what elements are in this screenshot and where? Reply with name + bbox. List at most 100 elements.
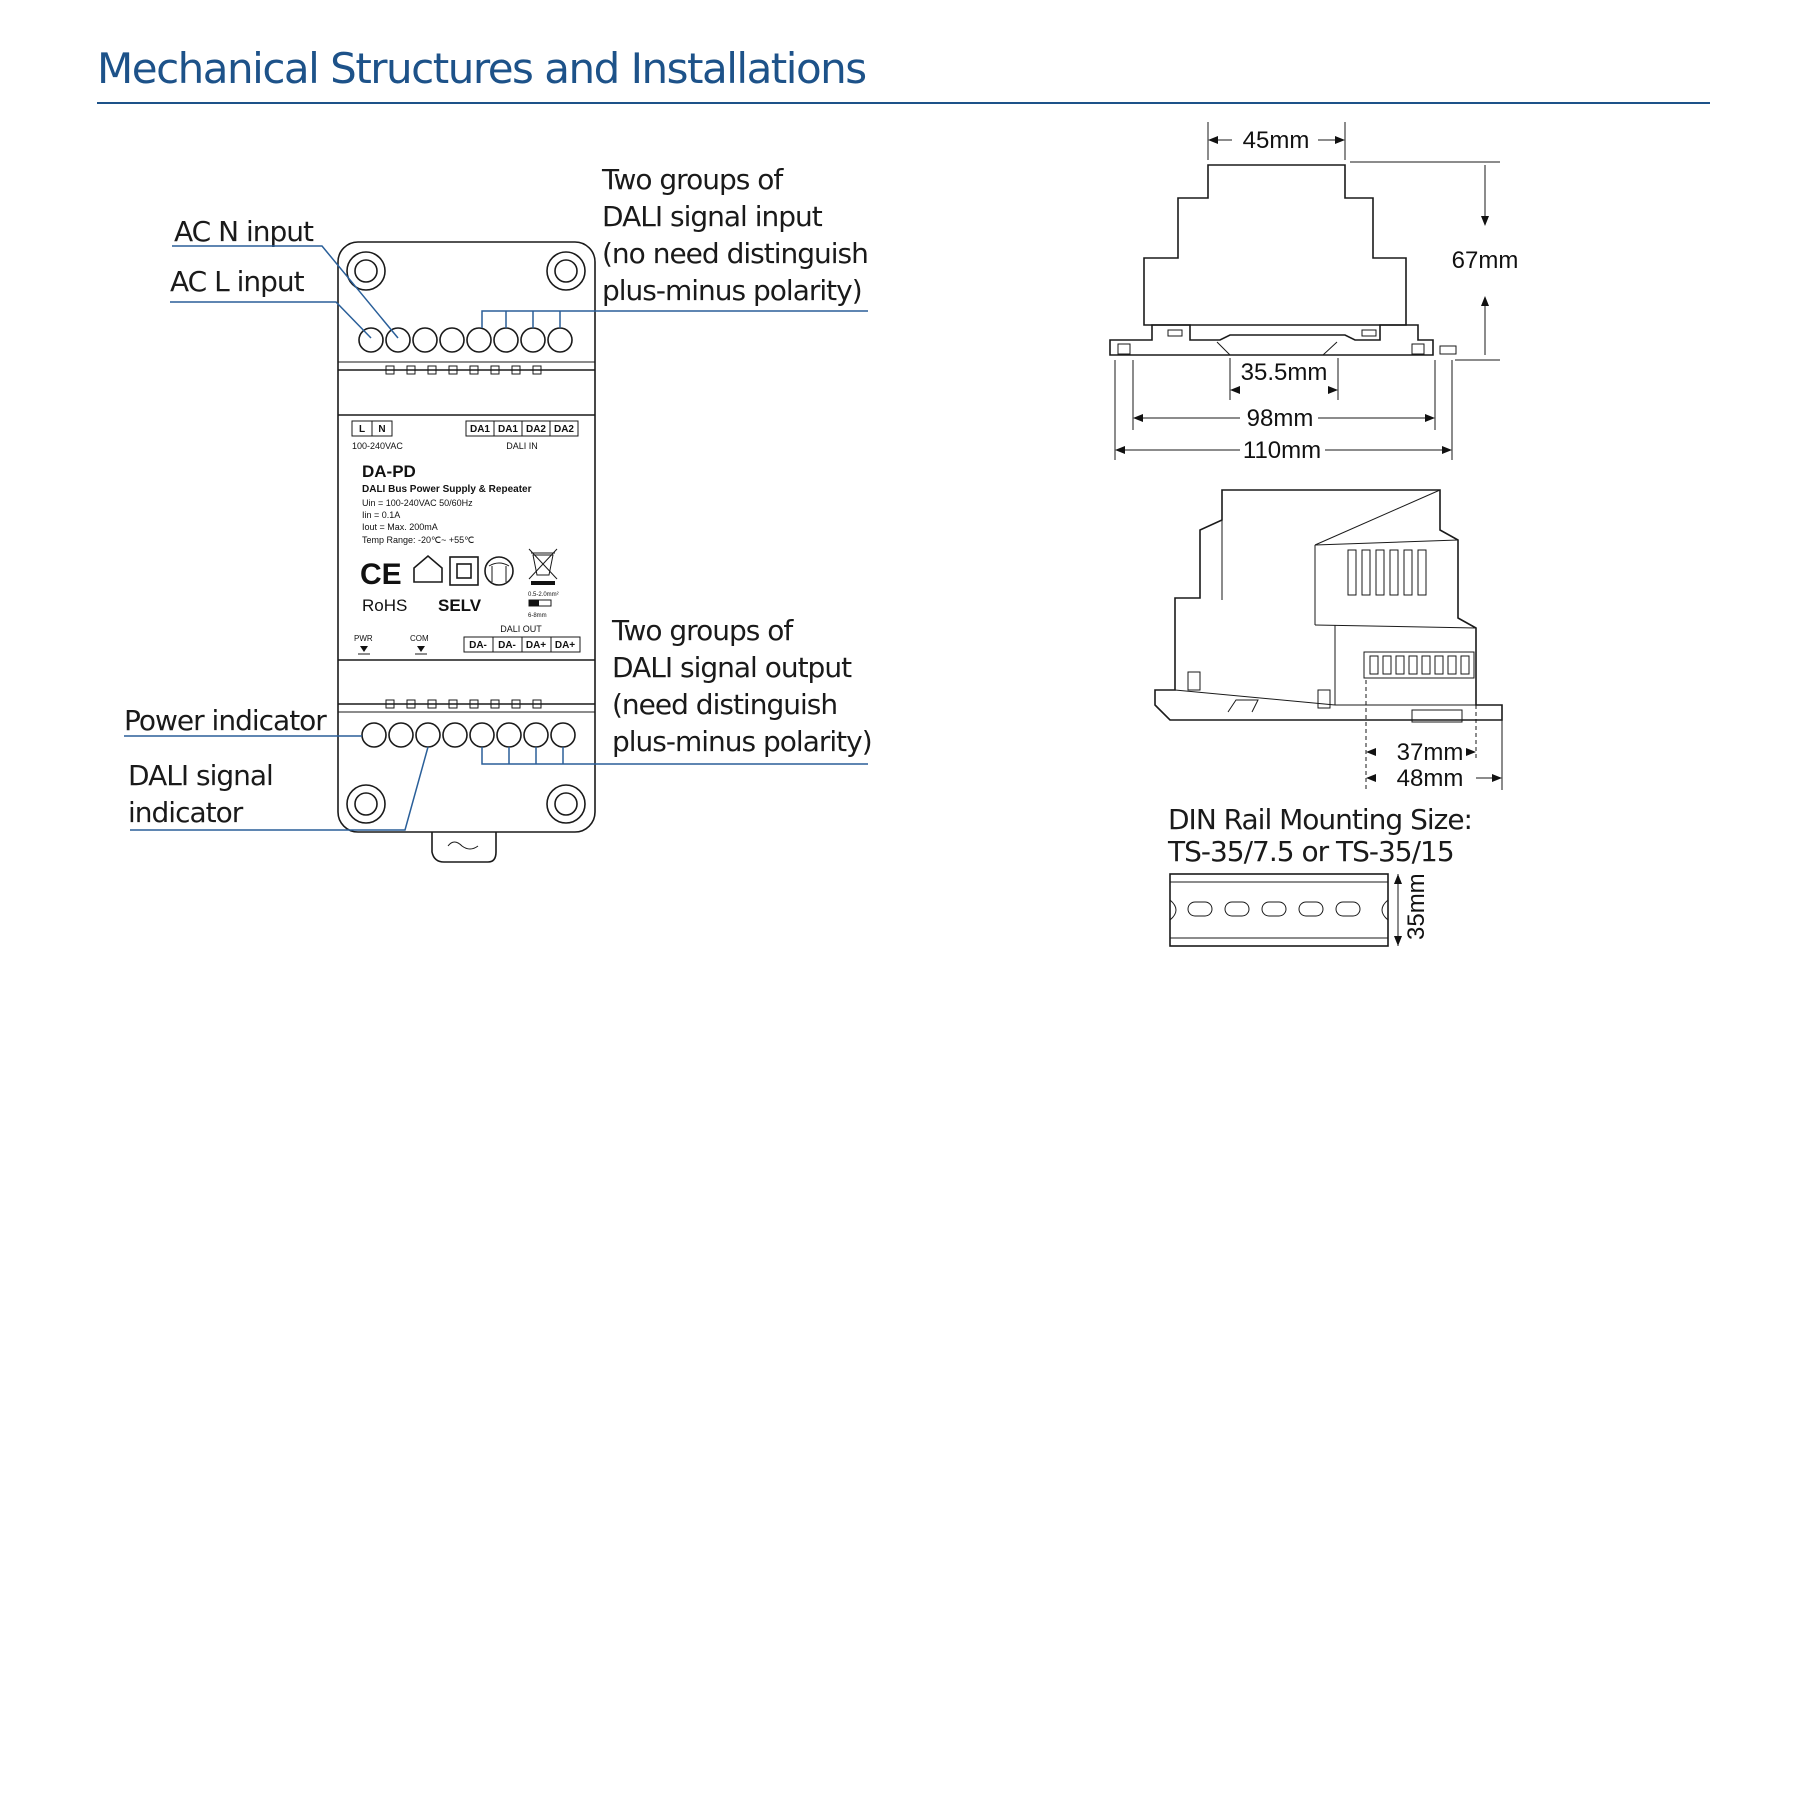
screw-icon: [346, 251, 386, 291]
housing-profile: [1143, 164, 1407, 326]
screw-icon: [546, 251, 586, 291]
dali-out-caption: DALI OUT: [500, 624, 542, 634]
dali-in-caption: DALI IN: [506, 441, 538, 451]
callout-ac-n: AC N input: [174, 215, 314, 248]
page-title: Mechanical Structures and Installations: [97, 44, 867, 93]
spec-line: Uin = 100-240VAC 50/60Hz: [362, 498, 473, 508]
terminal-screw-icon: [385, 327, 411, 353]
terminal-screw-icon: [523, 722, 549, 748]
terminal-screw-icon: [442, 722, 468, 748]
rail-profile: [1169, 873, 1389, 947]
callout-dali-out: Two groups of: [611, 614, 794, 647]
callout-dali-in: DALI signal input: [602, 200, 823, 233]
callout-ac-l: AC L input: [170, 265, 305, 298]
top-vent-row: [383, 365, 552, 375]
terminal-screw-icon: [361, 722, 387, 748]
terminal-label-da-minus: DA-: [498, 640, 516, 651]
terminal-screw-icon: [415, 722, 441, 748]
side-view: 45mm 67mm 35.5mm 98mm 110mm: [1109, 122, 1519, 464]
terminal-screw-icon: [496, 722, 522, 748]
leader-ac-l: [170, 301, 372, 339]
weee-bin-icon: [528, 548, 558, 585]
led-icon: [358, 646, 370, 655]
double-insulation-icon: [449, 556, 479, 586]
leader-ac-n: [172, 245, 399, 339]
device-label: L N 100-240VAC DA1 DA1 DA2 DA2 DALI IN D…: [351, 420, 581, 655]
terminal-screw-icon: [412, 327, 438, 353]
wire-size: 0.5-2.0mm²: [528, 592, 559, 598]
dim-37mm: 37mm: [1397, 739, 1464, 766]
callout-power-indicator: Power indicator: [124, 704, 327, 737]
terminal-label-da-minus: DA-: [469, 640, 487, 651]
terminal-label-da2: DA2: [554, 424, 574, 435]
dim-67mm: 67mm: [1452, 247, 1519, 274]
terminal-label-da2: DA2: [526, 424, 546, 435]
terminal-label-da-plus: DA+: [526, 640, 546, 651]
dim-48mm: 48mm: [1397, 765, 1464, 792]
spec-line: Iout = Max. 200mA: [362, 522, 438, 532]
com-led-label: COM: [410, 634, 429, 643]
iso-terminals: [1363, 651, 1475, 679]
din-rail: DIN Rail Mounting Size: TS-35/7.5 or TS-…: [1167, 803, 1473, 947]
rohs-mark: RoHS: [362, 596, 407, 615]
dim-45mm: 45mm: [1243, 127, 1310, 154]
terminal-label-n: N: [378, 424, 385, 435]
callout-dali-in: (no need distinguish: [602, 237, 868, 270]
model-name: DA-PD: [362, 462, 416, 481]
device-housing: [337, 241, 596, 833]
base-profile: [1109, 324, 1434, 356]
strip-length: 6-8mm: [528, 613, 547, 619]
terminal-screw-icon: [520, 327, 546, 353]
terminal-label-da-plus: DA+: [555, 640, 575, 651]
terminal-screw-icon: [469, 722, 495, 748]
ce-mark: CE: [360, 558, 402, 591]
callout-dali-out: (need distinguish: [612, 688, 837, 721]
led-icon: [415, 646, 427, 655]
screw-icon: [346, 784, 386, 824]
terminal-label-l: L: [359, 424, 365, 435]
spec-line: Iin = 0.1A: [362, 510, 400, 520]
rail-slot: [1187, 901, 1213, 917]
din-rail-heading: DIN Rail Mounting Size:: [1168, 803, 1472, 836]
terminal-screw-icon: [466, 327, 492, 353]
fuse-icon: [484, 556, 514, 586]
title-rule: [97, 102, 1710, 104]
rail-slot: [1224, 901, 1250, 917]
callout-dali-indicator: DALI signal: [128, 759, 273, 792]
voltage-caption: 100-240VAC: [352, 441, 403, 451]
callout-dali-in: Two groups of: [601, 163, 784, 196]
iso-fins: [1347, 549, 1427, 596]
top-terminal-row: [358, 327, 573, 353]
din-rail-types: TS-35/7.5 or TS-35/15: [1167, 835, 1454, 868]
callout-dali-indicator: indicator: [128, 796, 244, 829]
callout-dali-out: plus-minus polarity): [612, 725, 872, 758]
screw-icon: [546, 784, 586, 824]
dim-35mm: 35mm: [1403, 873, 1430, 940]
callout-dali-out: DALI signal output: [612, 651, 852, 684]
callout-dali-in: plus-minus polarity): [602, 274, 862, 307]
terminal-screw-icon: [493, 327, 519, 353]
dim-110mm: 110mm: [1243, 437, 1321, 464]
rail-slot: [1298, 901, 1324, 917]
terminal-screw-icon: [388, 722, 414, 748]
dim-35-5mm: 35.5mm: [1241, 359, 1328, 386]
terminal-label-da1: DA1: [470, 424, 490, 435]
bottom-vent-row: [383, 699, 552, 709]
house-icon: [413, 554, 443, 583]
terminal-screw-icon: [439, 327, 465, 353]
terminal-label-da1: DA1: [498, 424, 518, 435]
mounting-tab: [431, 832, 497, 863]
terminal-screw-icon: [550, 722, 576, 748]
leader-dali-indicator: [130, 746, 429, 831]
rail-slot: [1261, 901, 1287, 917]
pwr-led-label: PWR: [354, 634, 373, 643]
dim-98mm: 98mm: [1247, 405, 1314, 432]
rail-slot: [1335, 901, 1361, 917]
leader-dali-out: [481, 747, 868, 765]
terminal-screw-icon: [547, 327, 573, 353]
terminal-screw-icon: [358, 327, 384, 353]
iso-outline: [1154, 489, 1503, 721]
isometric-view: 37mm 48mm: [1154, 489, 1503, 792]
leader-dali-in: [481, 310, 868, 328]
